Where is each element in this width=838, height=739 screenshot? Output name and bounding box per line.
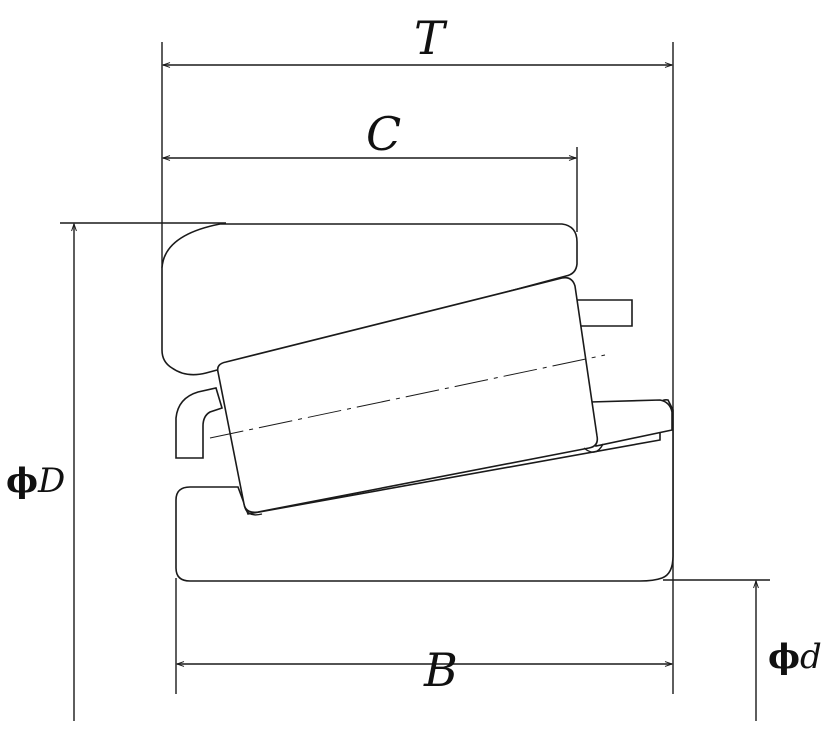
symbol-d: d (800, 637, 822, 677)
roller-center-line (209, 354, 606, 439)
inner-ring-back-rib (589, 399, 673, 447)
label-phi-D: ϕD (6, 461, 65, 501)
symbol-D: D (37, 461, 65, 501)
cage-small-end (175, 387, 223, 459)
phi-symbol: ϕ (768, 637, 800, 677)
dimension-lines (71, 62, 759, 721)
phi-symbol: ϕ (6, 461, 38, 501)
label-C: C (366, 107, 401, 161)
label-phi-d: ϕd (768, 637, 822, 677)
label-B: B (423, 643, 458, 697)
outer-ring (161, 223, 578, 376)
roller-edge-small (243, 503, 263, 516)
tapered-roller (216, 276, 599, 514)
inner-ring (175, 399, 674, 582)
roller-edge-large (583, 443, 604, 453)
label-T: T (414, 11, 448, 65)
